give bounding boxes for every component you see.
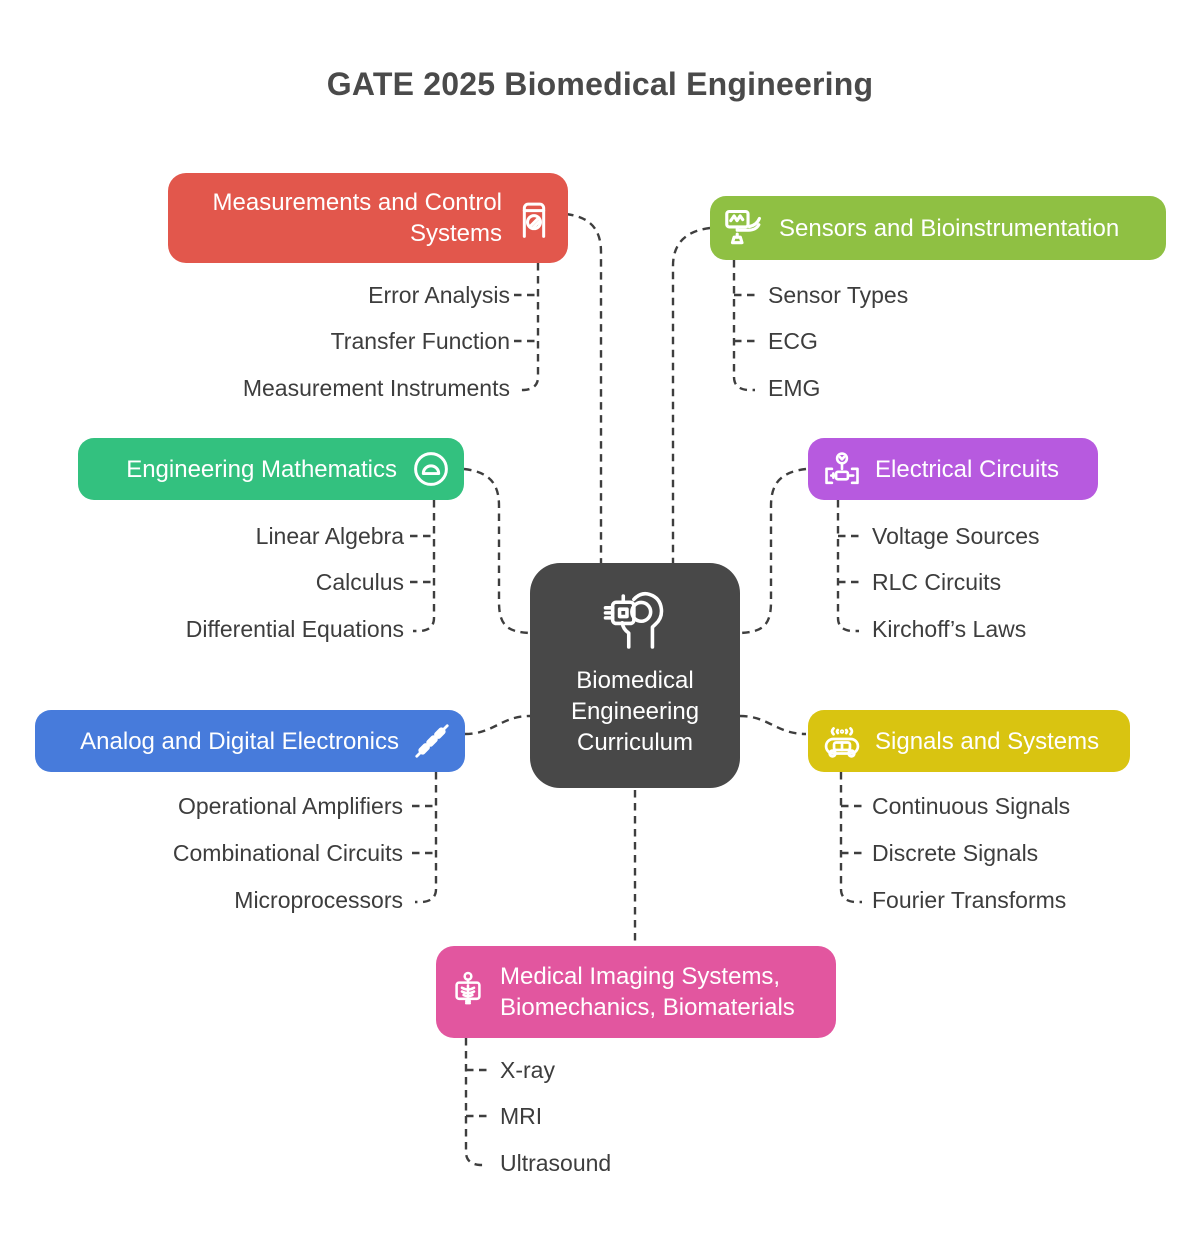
- topic-differential-equations: Differential Equations: [185, 616, 404, 642]
- patient-monitor-icon: [722, 206, 766, 250]
- topic-x-ray: X-ray: [500, 1057, 555, 1083]
- topic-sensor-types: Sensor Types: [768, 282, 909, 308]
- topic-ultrasound: Ultrasound: [500, 1150, 612, 1176]
- hand-chip-icon: [597, 581, 673, 657]
- topic-calculus: Calculus: [315, 569, 404, 595]
- center-node-label: Biomedical Engineering Curriculum: [570, 667, 700, 756]
- multimeter-icon: [514, 195, 554, 241]
- branch-sensors-and-bioinstrumentation: Sensors and Bioinstrumentation: [710, 196, 1166, 260]
- topic-kirchoffs-laws: Kirchoff’s Laws: [872, 616, 1027, 642]
- topic-combinational-circuits: Combinational Circuits: [172, 840, 403, 866]
- diode-components-icon: [411, 720, 453, 762]
- topic-rlc-circuits: RLC Circuits: [872, 569, 1002, 595]
- branch-title: Engineering Mathematics: [126, 455, 397, 483]
- branch-measurements-and-control-systems: Measurements and Control Systems: [168, 173, 568, 263]
- topic-measurement-instruments: Measurement Instruments: [242, 375, 510, 401]
- topic-microprocessors: Microprocessors: [234, 887, 403, 913]
- branch-title: Medical Imaging Systems, Biomechanics, B…: [500, 963, 795, 1021]
- branch-electrical-circuits: Electrical Circuits: [808, 438, 1098, 500]
- connectors: [410, 212, 867, 1167]
- branch-title: Analog and Digital Electronics: [80, 727, 399, 755]
- circuit-battery-icon: [820, 449, 864, 489]
- topic-discrete-signals: Discrete Signals: [872, 840, 1039, 866]
- branch-analog-and-digital-electronics: Analog and Digital Electronics: [35, 710, 465, 772]
- center-node-biomedical-engineering-curriculum: Biomedical Engineering Curriculum: [530, 563, 740, 788]
- branch-title: Signals and Systems: [875, 727, 1100, 755]
- topic-transfer-function: Transfer Function: [330, 328, 510, 354]
- topic-operational-amplifiers: Operational Amplifiers: [178, 793, 403, 819]
- branch-engineering-mathematics: Engineering Mathematics: [78, 438, 464, 500]
- branch-signals-and-systems: Signals and Systems: [808, 710, 1130, 772]
- topic-ecg: ECG: [768, 328, 818, 354]
- topic-continuous-signals: Continuous Signals: [872, 793, 1071, 819]
- xray-icon: [449, 970, 487, 1014]
- branch-medical-imaging-biomechanics-biomaterials: Medical Imaging Systems, Biomechanics, B…: [436, 946, 836, 1038]
- topic-error-analysis: Error Analysis: [368, 282, 510, 308]
- protractor-icon: [410, 448, 452, 490]
- topic-voltage-sources: Voltage Sources: [872, 523, 1040, 549]
- topic-linear-algebra: Linear Algebra: [255, 523, 404, 549]
- page-title: GATE 2025 Biomedical Engineering: [326, 66, 874, 102]
- branch-title: Sensors and Bioinstrumentation: [779, 214, 1120, 242]
- branch-title: Electrical Circuits: [875, 455, 1060, 483]
- branch-title: Measurements and Control Systems: [212, 189, 502, 247]
- topic-emg: EMG: [768, 375, 821, 401]
- connected-car-icon: [820, 720, 864, 762]
- topic-fourier-transforms: Fourier Transforms: [872, 887, 1067, 913]
- topic-mri: MRI: [500, 1103, 543, 1129]
